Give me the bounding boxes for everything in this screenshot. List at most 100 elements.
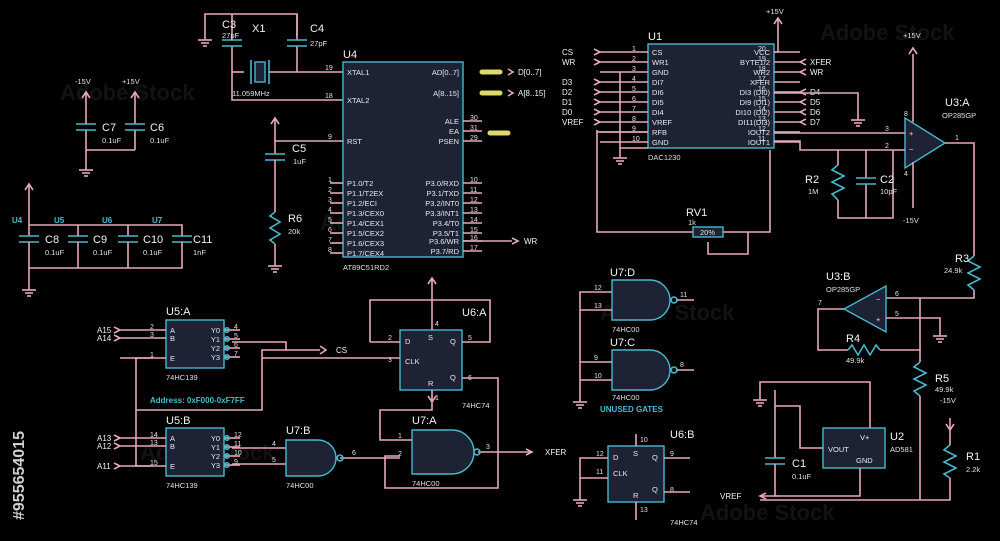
ff-pin-label: Q [652, 453, 658, 462]
u4-pin-number: 4 [328, 207, 332, 214]
ff-pin-label: D [405, 337, 411, 346]
c3-value: 27pF [222, 31, 240, 40]
u4-pin-number: 12 [470, 197, 478, 204]
c6-value: 0.1uF [150, 136, 170, 145]
u1-ref: U1 [648, 31, 662, 43]
decoder-pin-label: Y0 [211, 434, 220, 443]
xfer-net: XFER [545, 448, 567, 457]
u2-ref: U2 [890, 431, 904, 443]
r4-ref: R4 [846, 333, 860, 345]
u1-net-label: D1 [562, 98, 573, 107]
u1-net-label: WR [562, 58, 576, 67]
decoder-pin-number: 14 [150, 432, 158, 439]
u7d-pin: 12 [594, 285, 602, 292]
u1-pin-number: 14 [758, 106, 766, 113]
u4-pin-number: 17 [470, 245, 478, 252]
r1-ref: R1 [966, 451, 980, 463]
svg-text:4: 4 [904, 171, 908, 178]
crystal-ref: X1 [252, 23, 265, 35]
decoder-pin-number: 7 [234, 351, 238, 358]
c6-ref: C6 [150, 122, 164, 134]
u4-pin-label: P1.5/CEX2 [347, 229, 384, 238]
svg-text:5: 5 [895, 311, 899, 318]
u3b-ref: U3:B [826, 271, 850, 283]
u4-pin-label: P1.1/T2EX [347, 189, 383, 198]
r6-value: 20k [288, 227, 300, 236]
decoder-pin-number: 13 [150, 440, 158, 447]
u1-pin-number: 15 [758, 96, 766, 103]
ff-pin-number: 10 [640, 437, 648, 444]
u7a-ref: U7:A [412, 415, 437, 427]
decoder-pin-number: 9 [234, 459, 238, 466]
c8-ref: C8 [45, 234, 59, 246]
ff-pin-label: CLK [405, 357, 420, 366]
u1-pin-label: DI9 (DI1) [740, 98, 771, 107]
u4-pin-label: A[8..15] [433, 89, 459, 98]
u1-net-label: WR [810, 68, 824, 77]
svg-text:1: 1 [955, 135, 959, 142]
c11-ref: C11 [193, 234, 212, 246]
ff-pin-label: S [428, 333, 433, 342]
decoder-pin-number: 5 [234, 333, 238, 340]
svg-text:−: − [909, 145, 914, 154]
decoder-pin-label: A [170, 434, 175, 443]
crystal-body [254, 61, 266, 83]
u4-pin-number: 3 [328, 197, 332, 204]
ff-pin-label: D [613, 453, 619, 462]
c10-ref: C10 [143, 234, 163, 246]
u1-pin-number: 7 [632, 106, 636, 113]
u1-pin-label: IOUT1 [748, 138, 770, 147]
decoup-u4: U4 [12, 216, 23, 225]
u1-pin-label: RFB [652, 128, 667, 137]
decoder-pin-number: 6 [234, 342, 238, 349]
u4-pin-number: 29 [470, 135, 478, 142]
c5-value: 1uF [293, 157, 306, 166]
svg-text:18: 18 [325, 93, 333, 100]
rv1-value: 1k [688, 218, 696, 227]
rv1-pct: 20% [700, 228, 715, 237]
u5b-part: 74HC139 [166, 481, 198, 490]
u4-pin-number: 15 [470, 227, 478, 234]
u7c-pin: 9 [594, 355, 598, 362]
u1-pin-number: 17 [758, 76, 766, 83]
u4-pin-label: RST [347, 137, 362, 146]
u1-pin-number: 8 [632, 116, 636, 123]
u4-pin-label: P1.4/CEX1 [347, 219, 384, 228]
u7b-pin: 4 [272, 441, 276, 448]
u1-pin-label: DI6 [652, 88, 664, 97]
u6b-part: 74HC74 [670, 518, 698, 527]
decoder-net: A15 [97, 326, 112, 335]
u4-pin-label: EA [449, 127, 459, 136]
u4-pin-number: 31 [470, 125, 478, 132]
decoder-pin-label: Y3 [211, 461, 220, 470]
u1-pin-number: 18 [758, 66, 766, 73]
u2-reference: U2 AD581 VOUT V+ GND C1 0.1uF VREF [720, 381, 913, 501]
ff-pin-label: Q [450, 373, 456, 382]
u7b-nand: U7:B 74HC00 4 5 6 [272, 425, 400, 490]
unused-gates: U7:D 74HC00 U7:C 74HC00 12 13 11 9 10 8 … [573, 267, 694, 414]
wr-label: WR [524, 237, 538, 246]
u4-pin-label: PSEN [439, 137, 459, 146]
r3-value: 24.9k [944, 266, 963, 275]
address-bus-label: A[8..15] [518, 89, 546, 98]
c2-value: 10pF [880, 187, 898, 196]
u1-pin-number: 3 [632, 66, 636, 73]
decoder-pin-number: 2 [150, 324, 154, 331]
watermark-text: Adobe Stock [820, 20, 955, 45]
svg-text:+: + [876, 315, 881, 324]
u5b-ref: U5:B [166, 415, 190, 427]
u4-pin-label: P1.3/CEX0 [347, 209, 384, 218]
vref-label: VREF [720, 492, 741, 501]
u7d-pin: 11 [680, 292, 687, 299]
u7c-ref: U7:C [610, 337, 635, 349]
c8-value: 0.1uF [45, 248, 65, 257]
u7a-nand: U7:A 74HC00 XFER 1 2 3 [379, 402, 567, 488]
r4-value: 49.9k [846, 356, 865, 365]
svg-text:19: 19 [325, 65, 333, 72]
decoder-pin-number: 10 [234, 450, 242, 457]
u7a-part: 74HC00 [412, 479, 440, 488]
u4-pin-label: P3.2/INT0 [425, 199, 459, 208]
u4-pin-label: P1.0/T2 [347, 179, 373, 188]
